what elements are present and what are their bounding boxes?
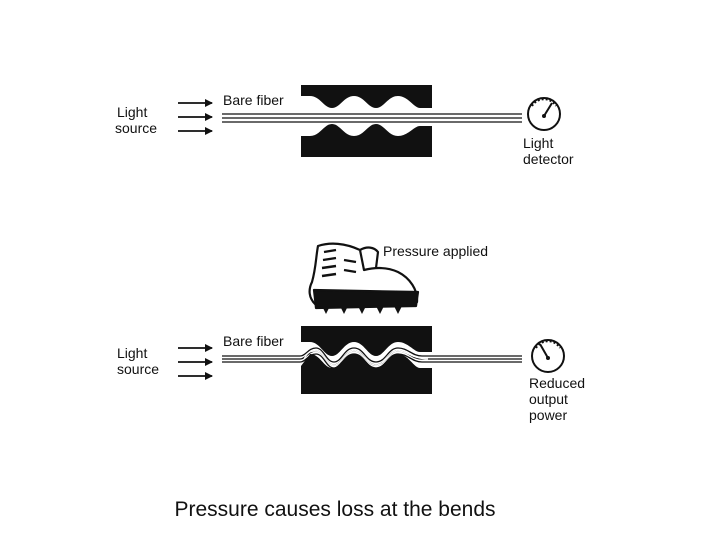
top-bare-fiber: [222, 113, 522, 123]
bottom-source-label-line2: source: [117, 361, 159, 377]
top-panel: Light source Bare fiber Light detector: [115, 85, 574, 167]
bottom-source-label-line1: Light: [117, 345, 147, 361]
top-lower-press-block: [301, 124, 432, 157]
top-detector-label-line2: detector: [523, 151, 574, 167]
bent-fiber-highlight: [303, 350, 429, 366]
bottom-light-arrows: [178, 344, 213, 380]
bottom-detector-gauge-icon: [531, 339, 565, 373]
top-detector-gauge-icon: [527, 97, 561, 131]
boot-icon: [308, 242, 420, 314]
top-light-arrows: [178, 99, 213, 135]
bottom-lower-press-block: [301, 354, 432, 394]
top-fiber-label: Bare fiber: [223, 92, 284, 108]
bottom-upper-press-block: [301, 326, 432, 356]
top-source-label-line1: Light: [117, 104, 147, 120]
reduced-output-label-line3: power: [529, 407, 567, 423]
reduced-output-label-line2: output: [529, 391, 568, 407]
bottom-panel: Pressure applied Light sour: [117, 242, 585, 423]
top-upper-press-block: [301, 85, 432, 108]
reduced-output-label-line1: Reduced: [529, 375, 585, 391]
top-source-label-line2: source: [115, 120, 157, 136]
bottom-fiber-label: Bare fiber: [223, 333, 284, 349]
top-detector-label-line1: Light: [523, 135, 553, 151]
slide-caption: Pressure causes loss at the bends: [174, 498, 496, 521]
pressure-applied-label: Pressure applied: [383, 243, 488, 259]
